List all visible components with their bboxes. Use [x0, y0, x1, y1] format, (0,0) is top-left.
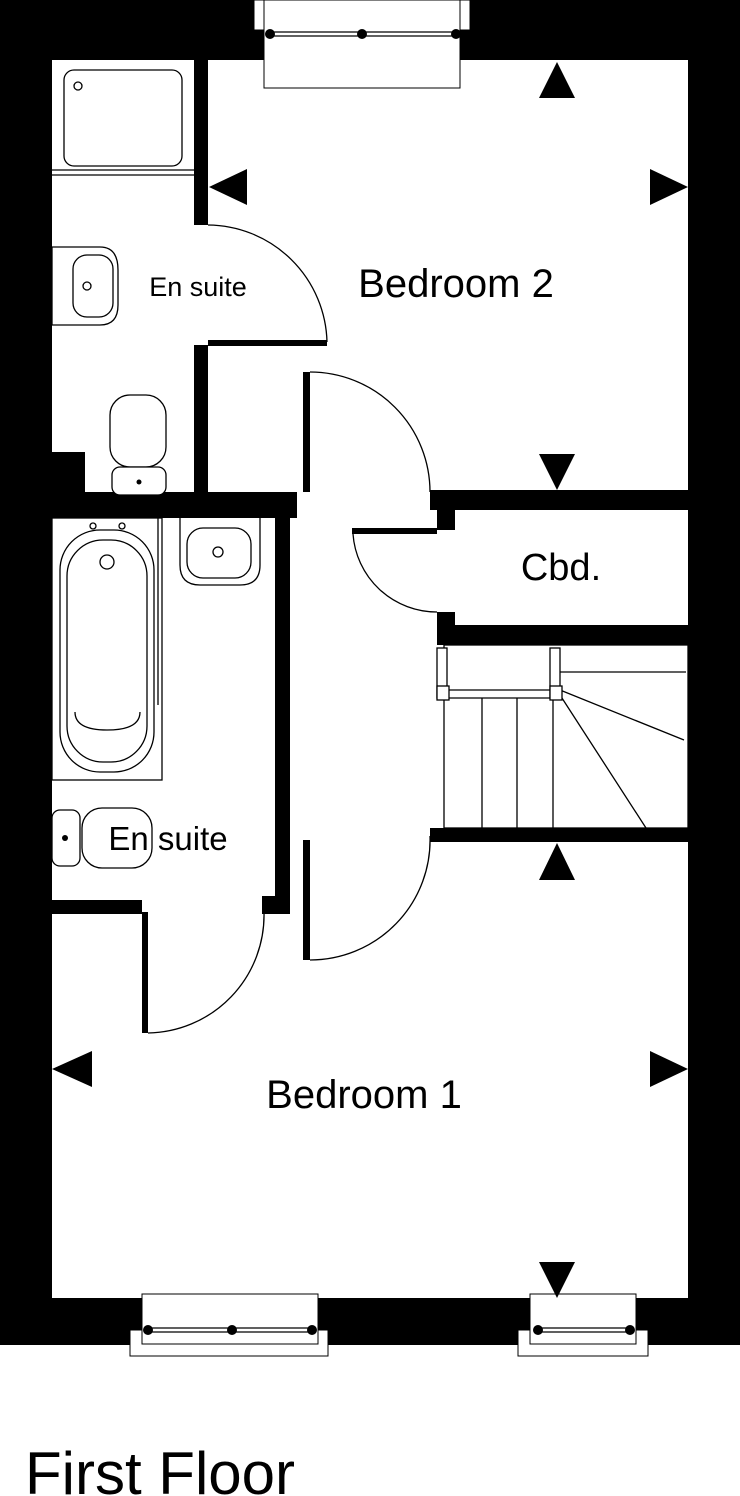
room-label-cupboard: Cbd. [521, 547, 601, 589]
door-bedroom2 [303, 371, 431, 493]
outer-walls [0, 0, 740, 1345]
bathtub [51, 517, 163, 781]
washbasin-bottom [179, 518, 261, 586]
room-label-ensuite-top: En suite [149, 272, 247, 302]
arrow-down-icon [539, 1262, 575, 1298]
door-bedroom1 [303, 835, 431, 961]
window-bottom-right [517, 1293, 649, 1357]
arrow-left-icon [52, 1051, 92, 1087]
door-ensuite-bottom [142, 911, 265, 1034]
arrow-right-icon [650, 1051, 688, 1087]
arrow-up-icon [539, 62, 575, 98]
window-top [253, 0, 471, 89]
room-label-ensuite-bottom: En suite [108, 820, 227, 857]
staircase [436, 644, 689, 829]
arrow-down-icon [539, 454, 575, 490]
toilet-bottom [51, 807, 153, 869]
arrow-right-icon [650, 169, 688, 205]
shower-tray [52, 69, 194, 176]
room-label-bedroom2: Bedroom 2 [358, 262, 554, 306]
floor-title: First Floor [25, 1440, 295, 1496]
toilet-top [109, 394, 167, 496]
window-bottom-left [129, 1293, 329, 1357]
washbasin-top [51, 246, 119, 326]
arrow-left-icon [209, 169, 247, 205]
door-ensuite-top [207, 224, 328, 343]
dimension-arrows [52, 62, 688, 1298]
door-cupboard [352, 528, 438, 613]
arrow-up-icon [539, 843, 575, 880]
interior-walls [52, 60, 688, 914]
room-label-bedroom1: Bedroom 1 [266, 1073, 462, 1117]
